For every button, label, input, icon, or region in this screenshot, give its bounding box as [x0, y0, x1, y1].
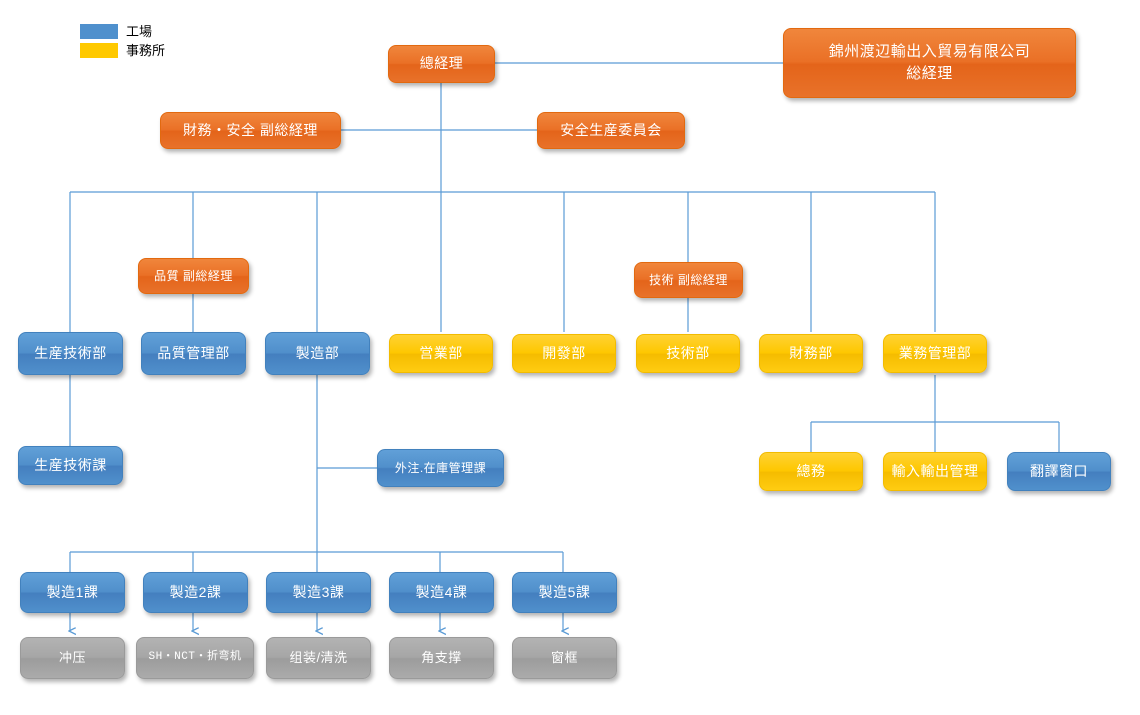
- node-general-affairs[interactable]: 總務: [759, 452, 863, 491]
- legend-item-factory: 工場: [80, 22, 165, 41]
- node-mfg-section-2[interactable]: 製造2課: [143, 572, 248, 613]
- legend-label-factory: 工場: [126, 24, 153, 39]
- node-translation-window[interactable]: 翻譯窗口: [1007, 452, 1111, 491]
- node-production-tech-dept[interactable]: 生産技術部: [18, 332, 123, 375]
- node-finance-safety-deputy[interactable]: 財務・安全 副総経理: [160, 112, 341, 149]
- node-outsourcing-inventory-section[interactable]: 外注.在庫管理課: [377, 449, 504, 487]
- node-process-3[interactable]: 组装/清洗: [266, 637, 371, 679]
- node-manufacturing-dept[interactable]: 製造部: [265, 332, 370, 375]
- legend-item-office: 事務所: [80, 41, 165, 60]
- node-process-5[interactable]: 窗框: [512, 637, 617, 679]
- node-process-4[interactable]: 角支撑: [389, 637, 494, 679]
- node-sales-dept[interactable]: 営業部: [389, 334, 493, 373]
- node-production-tech-section[interactable]: 生産技術課: [18, 446, 123, 485]
- node-mfg-section-3[interactable]: 製造3課: [266, 572, 371, 613]
- node-process-1[interactable]: 冲压: [20, 637, 125, 679]
- node-process-2[interactable]: SH・NCT・折弯机: [136, 637, 254, 679]
- legend-swatch-office: [80, 43, 118, 58]
- legend-label-office: 事務所: [126, 43, 166, 58]
- node-finance-dept[interactable]: 財務部: [759, 334, 863, 373]
- node-quality-control-dept[interactable]: 品質管理部: [141, 332, 246, 375]
- node-mfg-section-4[interactable]: 製造4課: [389, 572, 494, 613]
- legend: 工場 事務所: [80, 22, 165, 60]
- node-import-export-admin[interactable]: 輸入輸出管理: [883, 452, 987, 491]
- node-technology-deputy[interactable]: 技術 副総経理: [634, 262, 743, 298]
- node-business-admin-dept[interactable]: 業務管理部: [883, 334, 987, 373]
- node-general-manager[interactable]: 總経理: [388, 45, 495, 83]
- node-development-dept[interactable]: 開發部: [512, 334, 616, 373]
- node-trading-company[interactable]: 錦州渡辺輸出入貿易有限公司 総経理: [783, 28, 1076, 98]
- node-mfg-section-1[interactable]: 製造1課: [20, 572, 125, 613]
- node-mfg-section-5[interactable]: 製造5課: [512, 572, 617, 613]
- node-safety-production-committee[interactable]: 安全生産委員会: [537, 112, 685, 149]
- node-quality-deputy[interactable]: 品質 副総経理: [138, 258, 249, 294]
- legend-swatch-factory: [80, 24, 118, 39]
- node-technology-dept[interactable]: 技術部: [636, 334, 740, 373]
